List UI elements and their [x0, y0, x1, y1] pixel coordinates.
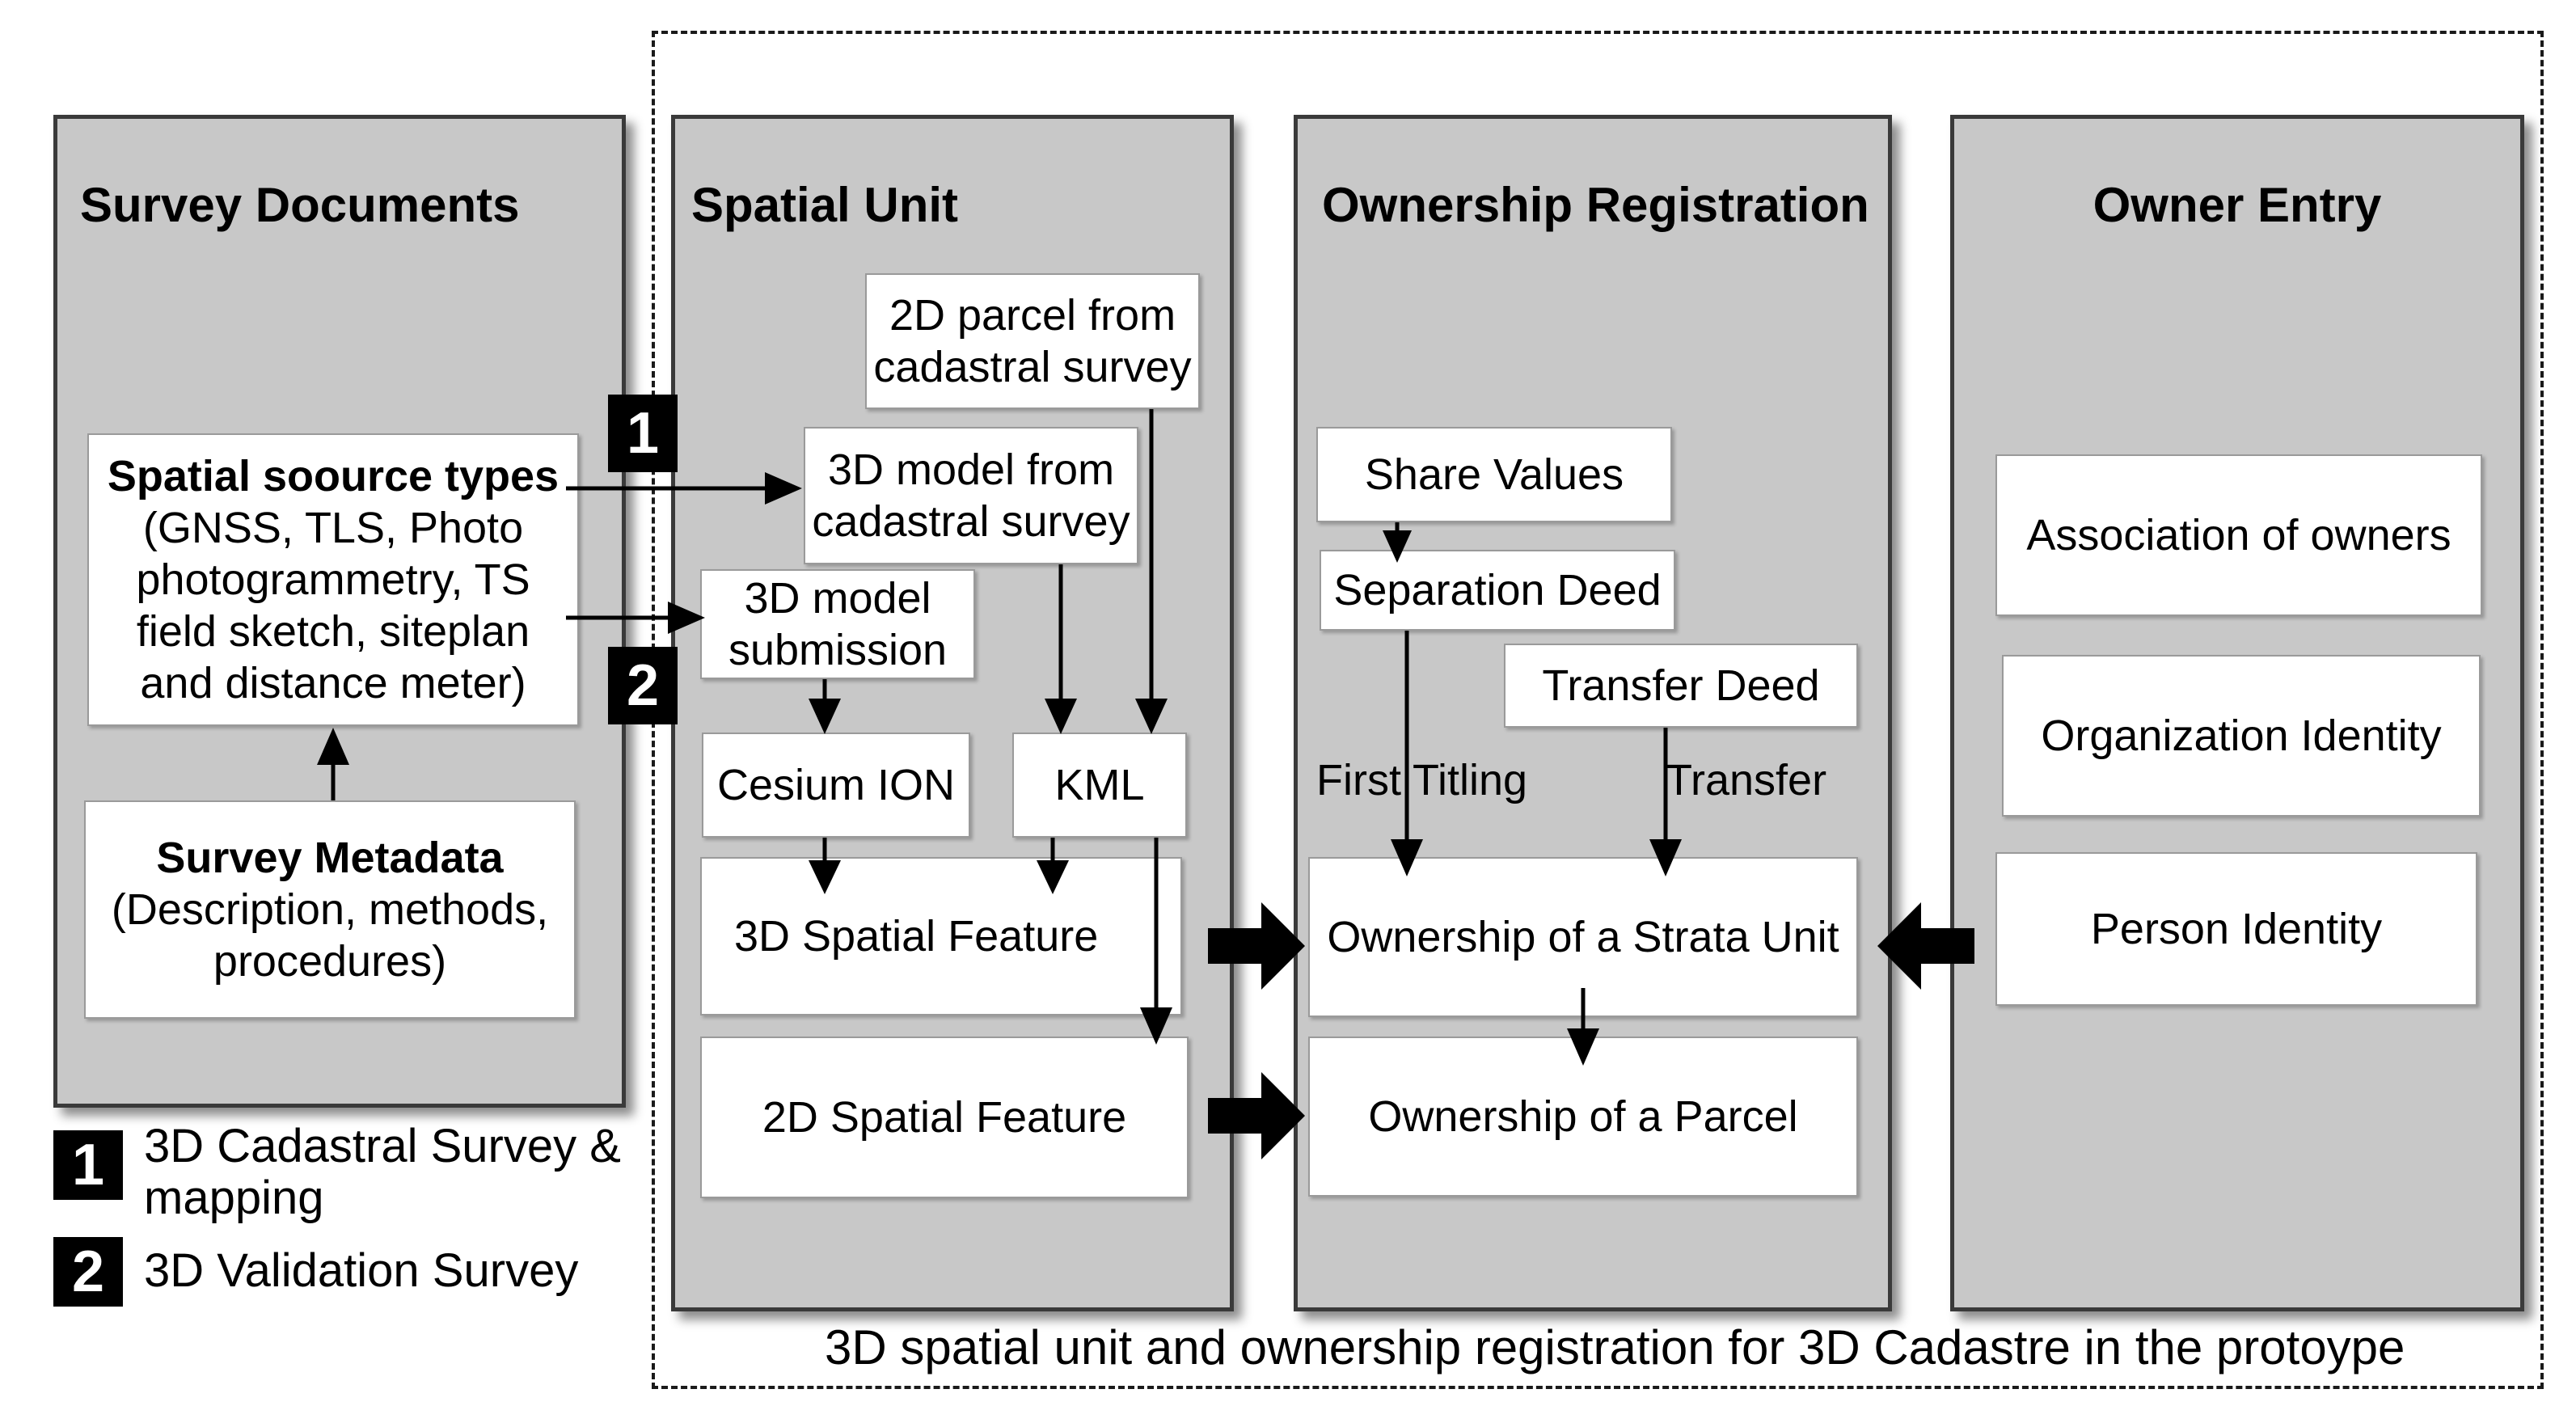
- arrowhead: [809, 860, 841, 894]
- source-line: (GNSS, TLS, Photo: [142, 504, 524, 552]
- parcel-2d-line: cadastral survey: [873, 343, 1192, 391]
- organization-label: Organization Identity: [2041, 712, 2442, 760]
- model-3d-line: 3D model from: [827, 445, 1115, 494]
- source-line: photogrammetry, TS: [136, 555, 530, 604]
- feature-2d-box: 2D Spatial Feature: [700, 1037, 1189, 1198]
- share-values-box: Share Values: [1316, 427, 1672, 522]
- metadata-line: procedures): [213, 937, 447, 986]
- panel-title: Spatial Unit: [691, 178, 959, 232]
- strata-unit-ownership-box: Ownership of a Strata Unit: [1308, 857, 1858, 1017]
- arrowhead: [668, 602, 705, 634]
- separation-deed-label: Separation Deed: [1333, 566, 1662, 614]
- arrowhead: [1037, 860, 1069, 894]
- association-owners-box: Association of owners: [1995, 454, 2482, 616]
- transfer-label: Transfer: [1666, 756, 1827, 804]
- model-3d-line: cadastral survey: [812, 497, 1130, 546]
- parcel-2d-line: 2D parcel from: [889, 291, 1176, 340]
- block-arrow-feature2d-to-parcel: [1208, 1072, 1305, 1159]
- person-label: Person Identity: [2090, 905, 2383, 953]
- badge-1-diagram: 1: [608, 395, 678, 472]
- feature-3d-label: 3D Spatial Feature: [734, 912, 1099, 961]
- kml-box: KML: [1012, 733, 1187, 838]
- survey-metadata-box: Survey Metadata (Description, methods, p…: [84, 800, 576, 1019]
- separation-deed-box: Separation Deed: [1320, 550, 1675, 631]
- parcel-2d-box: 2D parcel from cadastral survey: [865, 273, 1200, 409]
- association-label: Association of owners: [2026, 511, 2451, 559]
- legend-badge-1: 1: [53, 1130, 123, 1200]
- source-line: field sketch, siteplan: [136, 607, 530, 656]
- legend-line: mapping: [144, 1172, 324, 1224]
- arrowhead: [1391, 839, 1423, 876]
- legend-text-1: 3D Cadastral Survey & mapping: [144, 1121, 621, 1224]
- legend-badge-2: 2: [53, 1237, 123, 1307]
- arrowhead: [1135, 699, 1168, 734]
- first-titling-label: First Titling: [1316, 756, 1528, 804]
- model-submission-box: 3D model submission: [700, 569, 975, 679]
- cesium-ion-box: Cesium ION: [702, 733, 970, 838]
- arrowhead: [1140, 1007, 1172, 1045]
- arrowhead: [1567, 1028, 1599, 1066]
- submission-line: submission: [728, 626, 948, 674]
- share-values-label: Share Values: [1364, 450, 1624, 499]
- arrowhead: [1045, 699, 1077, 734]
- metadata-line: (Description, methods,: [111, 885, 549, 934]
- legend-text-2: 3D Validation Survey: [144, 1244, 579, 1297]
- panel-title: Ownership Registration: [1322, 178, 1869, 232]
- legend-line: 3D Cadastral Survey &: [144, 1120, 621, 1172]
- block-arrow-person-to-strata: [1877, 902, 1974, 990]
- organization-identity-box: Organization Identity: [2002, 655, 2481, 817]
- panel-title: Survey Documents: [80, 178, 520, 232]
- metadata-title: Survey Metadata: [156, 834, 504, 882]
- arrowhead: [1649, 839, 1682, 876]
- arrowhead: [765, 472, 802, 505]
- source-line: and distance meter): [140, 659, 526, 707]
- panel-title: Owner Entry: [2092, 178, 2382, 232]
- transfer-deed-box: Transfer Deed: [1504, 644, 1858, 728]
- badge-2-diagram: 2: [608, 647, 678, 724]
- cesium-label: Cesium ION: [716, 761, 956, 809]
- diagram-caption: 3D spatial unit and ownership registrati…: [825, 1320, 2405, 1374]
- transfer-deed-label: Transfer Deed: [1542, 661, 1820, 710]
- block-arrow-feature3d-to-strata: [1208, 902, 1305, 990]
- strata-unit-label: Ownership of a Strata Unit: [1327, 913, 1839, 961]
- feature-2d-label: 2D Spatial Feature: [762, 1093, 1127, 1142]
- spatial-source-types-box: Spatial soource types (GNSS, TLS, Photo …: [87, 433, 579, 726]
- person-identity-box: Person Identity: [1995, 852, 2477, 1006]
- kml-label: KML: [1054, 761, 1145, 809]
- arrowhead: [317, 728, 349, 765]
- source-title: Spatial soource types: [107, 452, 560, 500]
- model-3d-box: 3D model from cadastral survey: [804, 427, 1138, 564]
- parcel-ownership-label: Ownership of a Parcel: [1368, 1092, 1798, 1141]
- submission-line: 3D model: [744, 574, 931, 623]
- arrowhead: [809, 699, 841, 734]
- arrowhead: [1383, 530, 1412, 563]
- feature-3d-box: 3D Spatial Feature: [700, 857, 1182, 1016]
